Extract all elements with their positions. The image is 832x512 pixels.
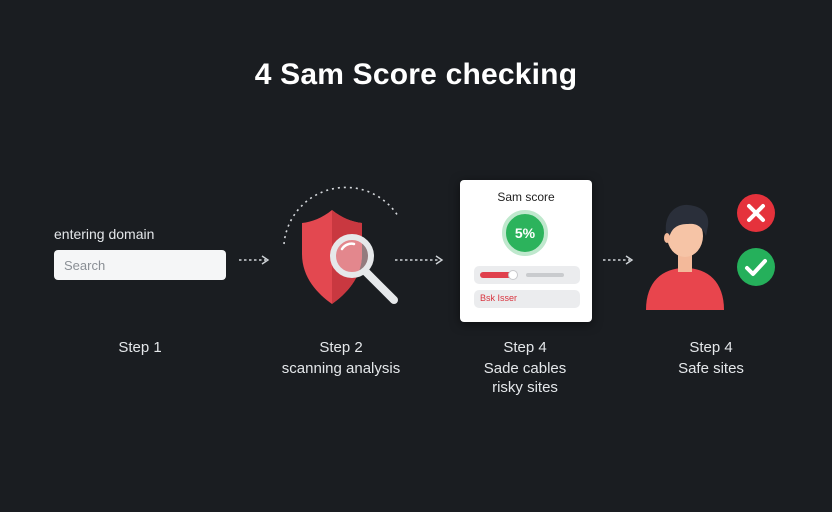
step-2-label: Step 2 (319, 339, 363, 356)
arrow-icon (395, 255, 444, 265)
step-3-desc-2: risky sites (492, 379, 558, 396)
step-2-desc: scanning analysis (281, 360, 401, 377)
check-circle-icon (737, 248, 775, 286)
risk-field: Bsk Isser (474, 290, 580, 308)
page-title: 4 Sam Score checking (254, 58, 578, 91)
risk-label: Bsk Isser (480, 293, 518, 303)
domain-label: entering domain (54, 226, 155, 242)
score-card: Sam score 5% Bsk Isser (460, 180, 592, 322)
arrow-icon (239, 255, 270, 265)
x-circle-icon (737, 194, 775, 232)
person-icon (640, 196, 730, 312)
step-3-label: Step 4 (503, 339, 547, 356)
step-4-desc: Safe sites (678, 360, 744, 377)
magnifier-icon (330, 234, 398, 304)
search-input[interactable] (54, 250, 226, 280)
score-badge: 5% (502, 210, 548, 256)
step-4-label: Step 4 (689, 339, 733, 356)
score-card-title: Sam score (497, 190, 555, 204)
score-progress-fill (480, 272, 513, 278)
score-progress-track (526, 273, 564, 277)
score-progress-bar (474, 266, 580, 284)
score-progress-knob (508, 270, 518, 280)
shield-graphic (276, 186, 406, 312)
step-1-label: Step 1 (118, 339, 162, 356)
step-3-desc: Sade cables (483, 360, 567, 377)
arrow-icon (603, 255, 634, 265)
